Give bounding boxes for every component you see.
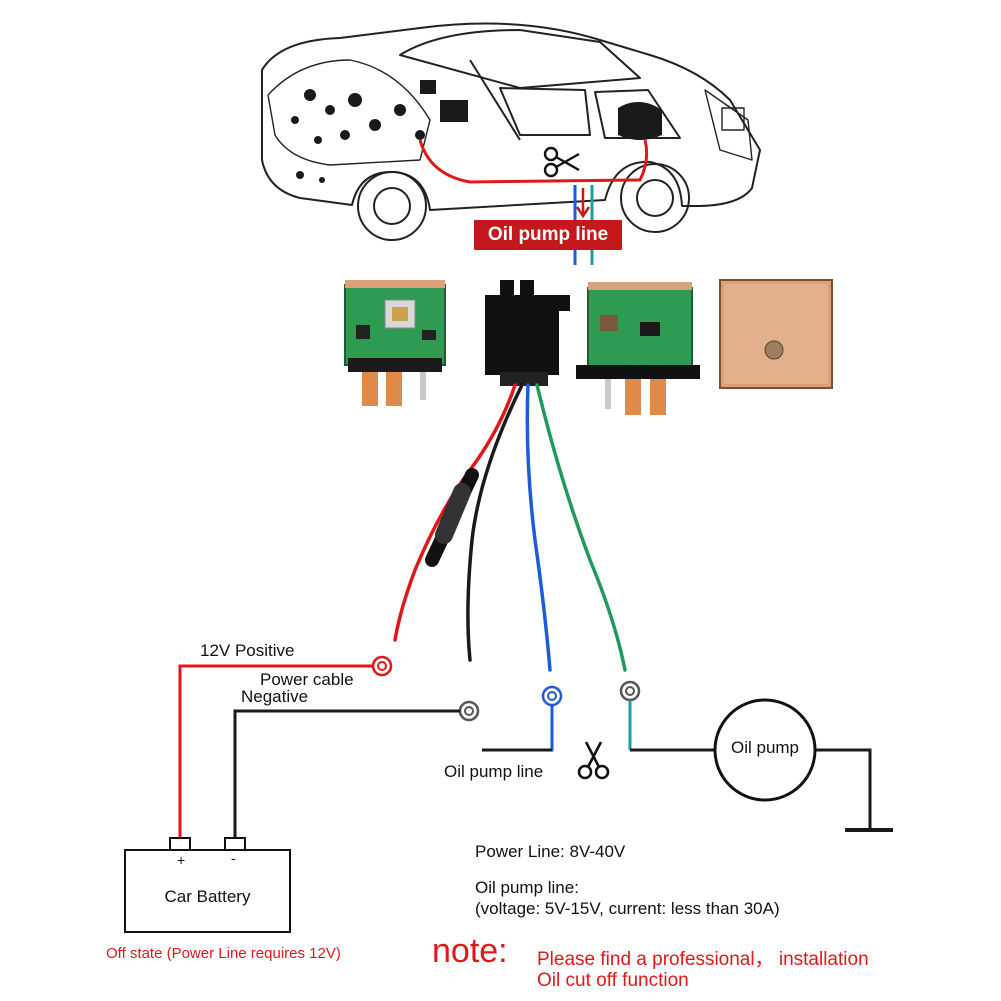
off-state-note: Off state (Power Line requires 12V)	[106, 945, 341, 962]
red-ring-terminal	[371, 655, 393, 677]
blue-wire	[525, 383, 552, 672]
battery-plus: +	[177, 852, 186, 868]
note-line-1: Please find a professional， installation	[537, 949, 869, 970]
note-line-2: Oil cut off function	[537, 970, 689, 991]
oil-pump-line-callout: Oil pump line	[474, 220, 622, 250]
oil-pump-line-spec-detail: (voltage: 5V-15V, current: less than 30A…	[475, 899, 780, 918]
negative-label: Negative	[241, 687, 309, 706]
blue-ring-terminal	[541, 685, 563, 707]
oil-pump-label: Oil pump	[730, 738, 800, 757]
ring-terminals	[371, 655, 641, 722]
oil-pump-line-label: Oil pump line	[444, 762, 544, 781]
green-wire	[535, 383, 627, 672]
green-ring-terminal	[619, 680, 641, 702]
oil-pump-line-blue	[482, 705, 554, 752]
relay-housing	[485, 280, 570, 386]
relay-module-pcb-1	[344, 280, 446, 406]
car-battery	[124, 837, 291, 933]
oil-pump-line-spec-title: Oil pump line:	[475, 878, 579, 897]
oil-pump-symbol	[713, 698, 817, 802]
relay-module-pcb-2	[576, 282, 700, 415]
fuse-holder	[425, 468, 479, 567]
power-line-spec: Power Line: 8V-40V	[475, 842, 626, 861]
engine-parts	[291, 80, 662, 183]
power-cable-label: Power cable	[260, 670, 354, 689]
battery-minus: -	[231, 850, 236, 866]
black-ring-terminal	[458, 700, 480, 722]
wire-bundle	[393, 383, 627, 672]
positive-label: 12V Positive	[200, 641, 295, 660]
negative-line	[233, 709, 460, 840]
car-illustration	[261, 22, 761, 241]
fuel-line	[418, 139, 649, 184]
battery-label: Car Battery	[164, 887, 251, 906]
note-label: note:	[432, 932, 508, 970]
red-wire	[393, 383, 517, 642]
positive-line	[178, 664, 373, 840]
scissors-icon	[577, 741, 610, 780]
car-scissors-icon	[543, 146, 580, 178]
down-arrow-icon	[575, 188, 591, 219]
schematic-lines	[178, 664, 893, 840]
gps-antenna	[719, 279, 833, 389]
black-wire	[466, 383, 524, 662]
